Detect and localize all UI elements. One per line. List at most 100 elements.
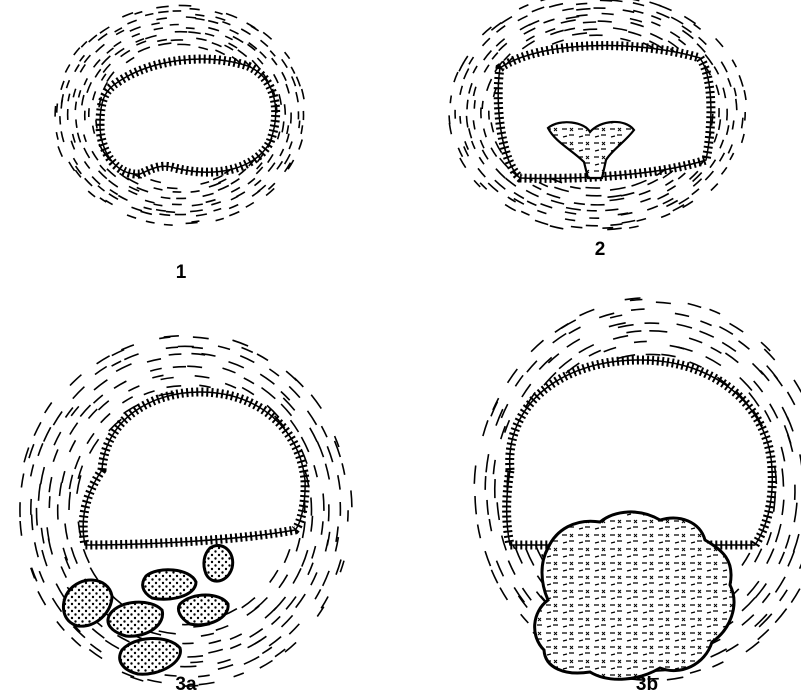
muscle-fiber-stroke bbox=[469, 83, 472, 93]
muscle-fiber-stroke bbox=[730, 153, 734, 160]
muscle-fiber-stroke bbox=[87, 82, 91, 92]
muscle-fiber-stroke bbox=[742, 553, 750, 566]
muscle-fiber-stroke bbox=[650, 34, 662, 40]
muscle-fiber-stroke bbox=[719, 327, 733, 335]
panel-2: 2 bbox=[449, 0, 746, 260]
muscle-fiber-stroke bbox=[705, 171, 713, 180]
muscle-fiber-stroke bbox=[450, 96, 451, 104]
panel-3b: 3b bbox=[474, 298, 801, 695]
muscle-fiber-stroke bbox=[230, 30, 239, 34]
muscle-fiber-stroke bbox=[689, 338, 702, 343]
muscle-fiber-stroke bbox=[144, 207, 152, 209]
muscle-fiber-stroke bbox=[688, 304, 702, 308]
muscle-fiber-stroke bbox=[491, 570, 497, 583]
muscle-fiber-stroke bbox=[628, 32, 641, 36]
muscle-fiber-stroke bbox=[522, 41, 534, 49]
muscle-fiber-stroke bbox=[105, 200, 112, 204]
muscle-fiber-stroke bbox=[124, 354, 138, 360]
muscle-fiber-stroke bbox=[484, 129, 487, 138]
muscle-fiber-stroke bbox=[128, 190, 137, 194]
muscle-fiber-stroke bbox=[206, 200, 216, 203]
muscle-fiber-stroke bbox=[128, 386, 139, 391]
muscle-fiber-stroke bbox=[739, 75, 743, 86]
muscle-fiber-stroke bbox=[159, 214, 170, 215]
panel-3a-label: 3a bbox=[175, 674, 197, 695]
muscle-fiber-stroke bbox=[56, 132, 58, 140]
muscle-fiber-stroke bbox=[75, 102, 76, 111]
muscle-fiber-stroke bbox=[523, 588, 532, 600]
muscle-fiber-stroke bbox=[488, 183, 498, 192]
muscle-fiber-stroke bbox=[107, 169, 116, 177]
muscle-fiber-stroke bbox=[473, 66, 477, 73]
muscle-fiber-stroke bbox=[93, 91, 96, 100]
muscle-fiber-stroke bbox=[740, 378, 752, 391]
muscle-fiber-stroke bbox=[146, 221, 155, 223]
muscle-fiber-stroke bbox=[84, 55, 90, 63]
muscle-fiber-stroke bbox=[279, 94, 281, 105]
muscle-fiber-stroke bbox=[526, 190, 539, 196]
muscle-fiber-stroke bbox=[526, 548, 534, 565]
muscle-fiber-stroke bbox=[486, 454, 489, 472]
muscle-fiber-stroke bbox=[166, 212, 175, 213]
muscle-fiber-stroke bbox=[268, 154, 273, 162]
muscle-fiber-stroke bbox=[248, 640, 261, 647]
muscle-fiber-stroke bbox=[170, 25, 179, 26]
muscle-fiber-stroke bbox=[201, 633, 214, 636]
muscle-fiber-stroke bbox=[647, 206, 658, 210]
muscle-fiber-stroke bbox=[93, 126, 95, 134]
muscle-fiber-stroke bbox=[110, 190, 118, 195]
muscle-fiber-stroke bbox=[145, 200, 155, 203]
muscle-fiber-stroke bbox=[776, 577, 786, 593]
muscle-fiber-stroke bbox=[483, 420, 488, 436]
muscle-fiber-stroke bbox=[49, 496, 50, 508]
muscle-fiber-stroke bbox=[474, 180, 480, 187]
muscle-fiber-stroke bbox=[317, 607, 324, 617]
muscle-fiber-stroke bbox=[203, 193, 214, 196]
muscle-fiber-stroke bbox=[326, 464, 330, 480]
muscle-fiber-stroke bbox=[479, 157, 484, 164]
muscle-fiber-stroke bbox=[285, 52, 290, 59]
muscle-fiber-stroke bbox=[268, 163, 275, 172]
muscle-fiber-stroke bbox=[758, 629, 769, 639]
muscle-fiber-stroke bbox=[209, 640, 221, 643]
muscle-fiber-stroke bbox=[229, 212, 239, 216]
muscle-fiber-stroke bbox=[35, 542, 39, 557]
muscle-fiber-stroke bbox=[572, 33, 587, 35]
muscle-fiber-stroke bbox=[776, 524, 781, 542]
muscle-fiber-stroke bbox=[791, 589, 800, 603]
panel-3a-invasive-nests bbox=[63, 545, 232, 674]
muscle-fiber-stroke bbox=[277, 161, 283, 169]
muscle-fiber-stroke bbox=[154, 204, 163, 206]
muscle-fiber-stroke bbox=[69, 162, 75, 171]
muscle-fiber-stroke bbox=[130, 27, 141, 31]
muscle-fiber-stroke bbox=[257, 354, 268, 360]
muscle-fiber-stroke bbox=[101, 414, 110, 423]
muscle-fiber-stroke bbox=[32, 515, 33, 531]
muscle-fiber-stroke bbox=[754, 381, 763, 392]
muscle-fiber-stroke bbox=[747, 581, 759, 595]
muscle-fiber-stroke bbox=[710, 160, 716, 168]
muscle-fiber-stroke bbox=[53, 412, 62, 426]
muscle-fiber-stroke bbox=[99, 401, 109, 410]
muscle-fiber-stroke bbox=[311, 395, 321, 409]
muscle-fiber-stroke bbox=[280, 149, 284, 156]
muscle-fiber-stroke bbox=[755, 584, 766, 598]
muscle-fiber-stroke bbox=[467, 100, 468, 110]
muscle-fiber-stroke bbox=[151, 23, 159, 25]
muscle-fiber-stroke bbox=[84, 148, 90, 158]
muscle-fiber-stroke bbox=[85, 161, 90, 168]
muscle-fiber-stroke bbox=[712, 114, 713, 126]
muscle-fiber-stroke bbox=[260, 661, 273, 669]
muscle-fiber-stroke bbox=[231, 179, 240, 184]
muscle-fiber-stroke bbox=[472, 141, 475, 149]
muscle-fiber-stroke bbox=[473, 120, 475, 129]
muscle-fiber-stroke bbox=[282, 59, 288, 67]
muscle-fiber-stroke bbox=[71, 547, 77, 563]
muscle-fiber-stroke bbox=[491, 148, 497, 157]
muscle-fiber-stroke bbox=[628, 0, 640, 1]
muscle-fiber-stroke bbox=[186, 222, 198, 223]
muscle-fiber-stroke bbox=[742, 118, 743, 129]
muscle-fiber-stroke bbox=[336, 560, 341, 575]
muscle-fiber-stroke bbox=[293, 568, 301, 583]
muscle-fiber-stroke bbox=[321, 521, 323, 535]
